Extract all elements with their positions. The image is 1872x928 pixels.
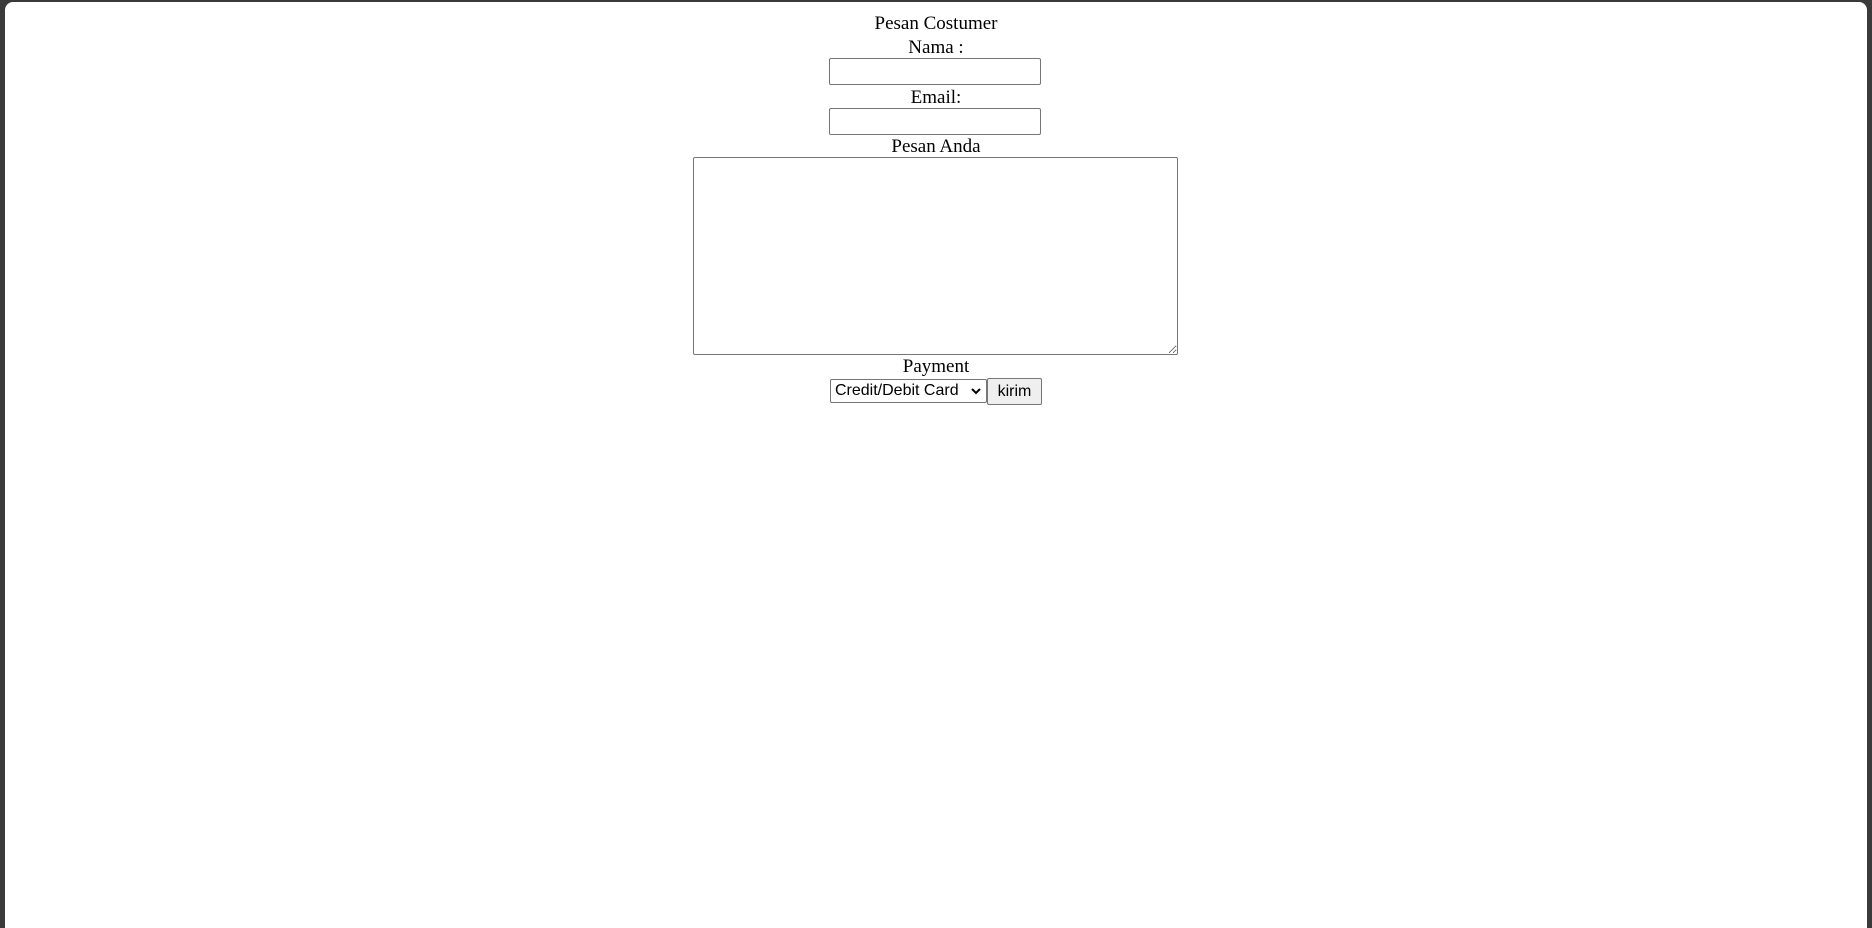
form-title: Pesan Costumer (874, 13, 998, 34)
payment-selected-value: Credit/Debit Card (835, 382, 959, 399)
browser-viewport: Pesan Costumer Nama : Email: Pesan Anda … (5, 2, 1867, 928)
payment-select[interactable]: Credit/Debit Card (830, 379, 987, 403)
name-label: Nama : (908, 37, 964, 58)
message-label: Pesan Anda (891, 136, 981, 157)
message-textarea[interactable] (693, 157, 1178, 355)
name-input[interactable] (829, 58, 1041, 85)
email-label: Email: (910, 87, 962, 108)
chevron-down-icon (971, 388, 981, 395)
email-input[interactable] (829, 108, 1041, 135)
payment-label: Payment (902, 356, 970, 377)
submit-button[interactable]: kirim (987, 378, 1042, 405)
